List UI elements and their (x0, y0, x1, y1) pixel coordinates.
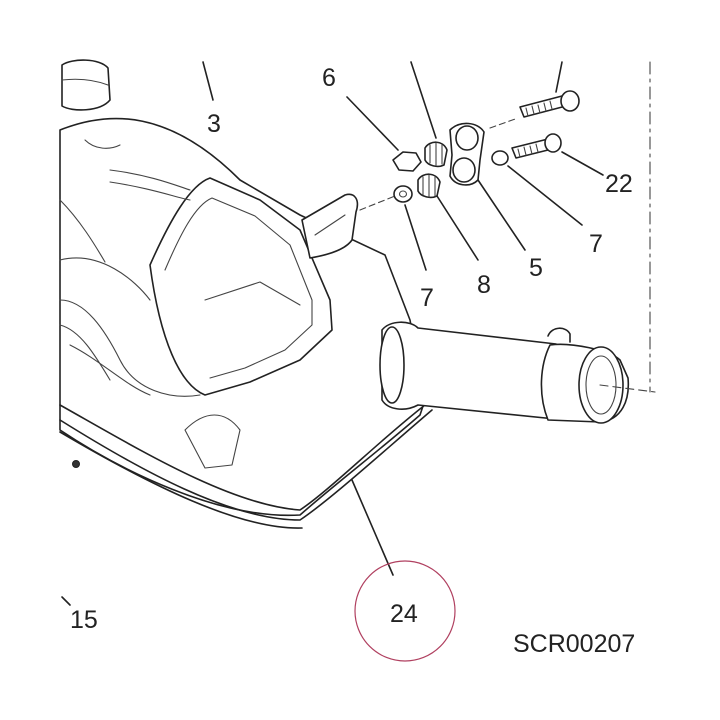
fastener-stack (359, 90, 580, 211)
callout-24: 24 (390, 600, 418, 628)
highlight-circle (354, 560, 456, 662)
callout-15: 15 (70, 606, 98, 634)
leader-lines (61, 61, 604, 606)
callout-5: 5 (529, 254, 543, 282)
tailpipe (379, 321, 656, 424)
callout-3: 3 (207, 110, 221, 138)
callout-8: 8 (477, 271, 491, 299)
mounting-bracket (301, 193, 359, 259)
callout-22: 22 (605, 170, 633, 198)
callout-6: 6 (322, 64, 336, 92)
reference-code: SCR00207 (513, 630, 635, 658)
callout-7-right: 7 (589, 230, 603, 258)
callout-7-lower: 7 (420, 284, 434, 312)
silencer-body (59, 59, 433, 529)
